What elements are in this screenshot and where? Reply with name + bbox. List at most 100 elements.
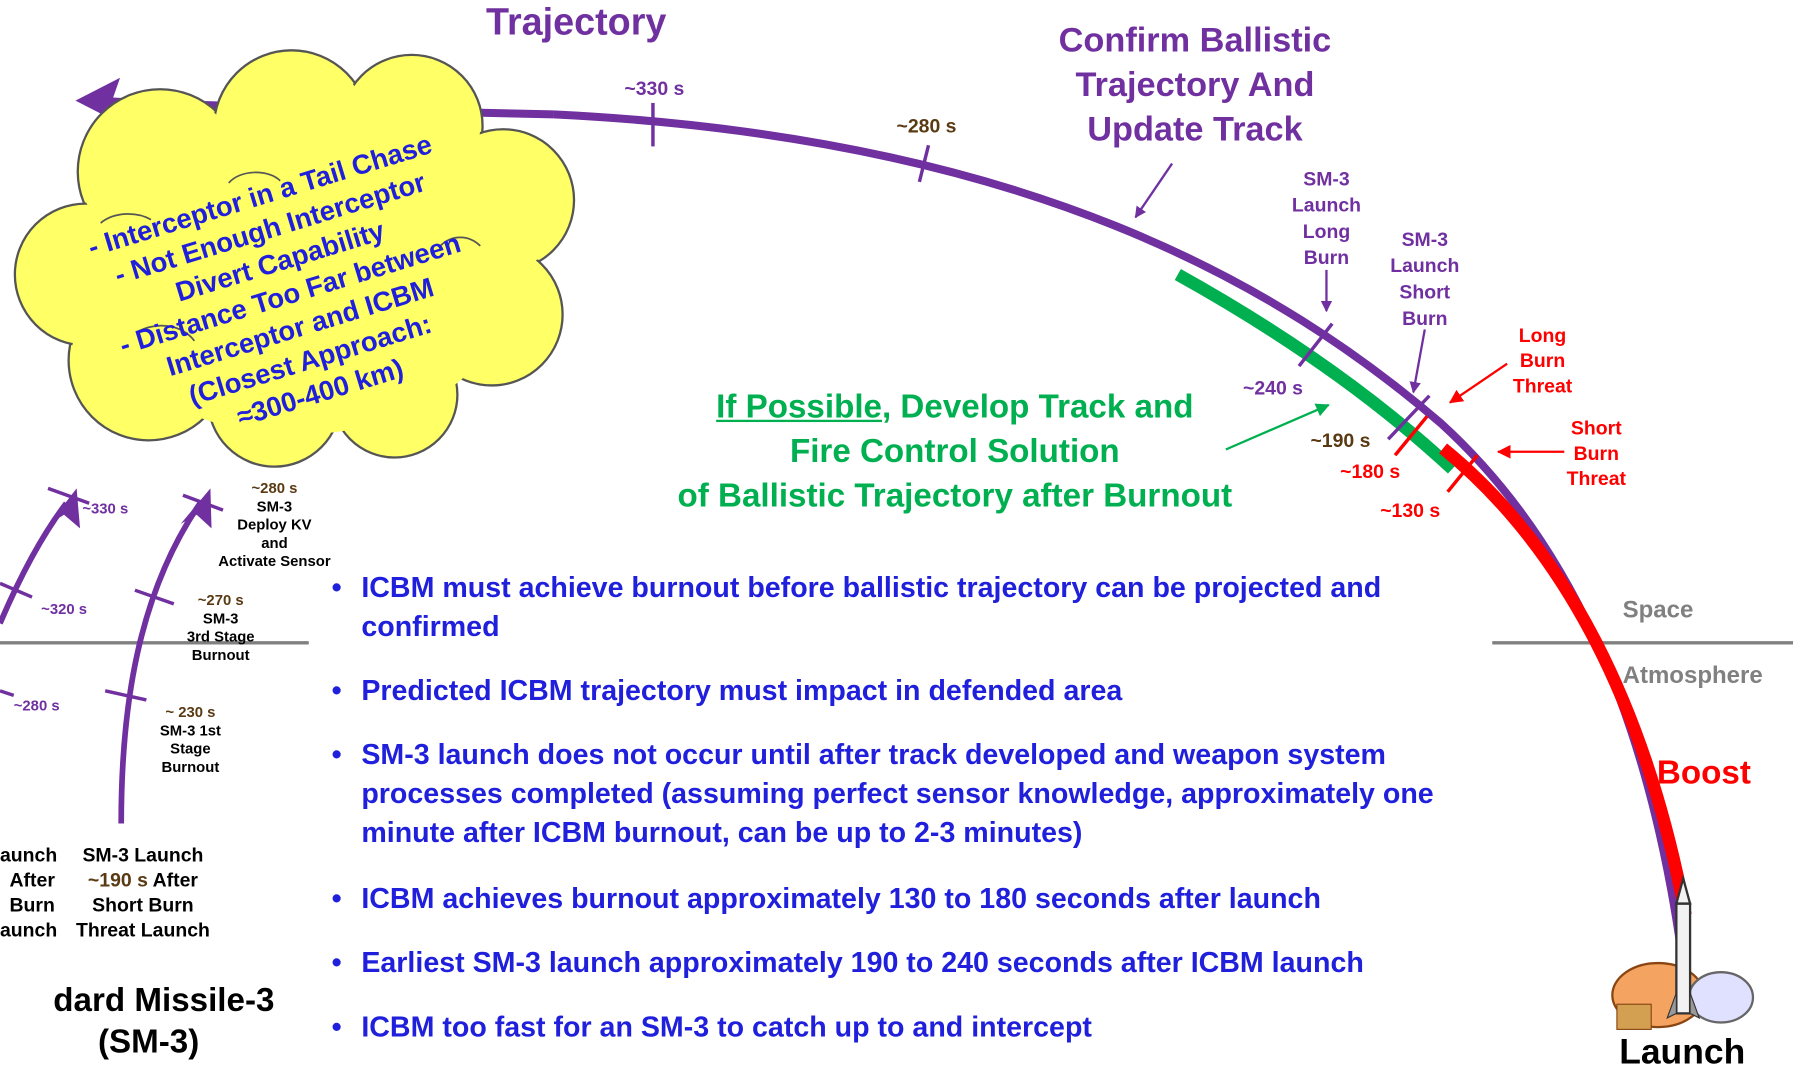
first-stage-line-3: Burnout: [161, 758, 220, 776]
tick-right-230: [104, 689, 147, 702]
sm3-long-line-2: Launch: [1291, 194, 1362, 217]
left-launch-label: aunch After Burn aunch: [0, 843, 58, 944]
first-stage-time: ~ 230 s: [165, 703, 216, 721]
third-stage-line-1: SM-3: [202, 609, 239, 627]
third-stage-label: ~270 s SM-3 3rd Stage Burnout: [169, 591, 272, 664]
time-180: ~180 s: [1340, 460, 1401, 483]
short-launch-time: ~190 s: [87, 869, 148, 891]
first-stage-label: ~ 230 s SM-3 1st Stage Burnout: [142, 703, 239, 776]
sm3-long-line-4: Burn: [1303, 247, 1350, 269]
short-threat-line-1: Short: [1570, 417, 1622, 440]
short-launch-label: SM-3 Launch ~190 s After Short Burn Thre…: [69, 843, 218, 944]
tick-130: [1446, 454, 1479, 493]
confirm-line-3: Update Track: [1087, 110, 1303, 149]
third-stage-time: ~270 s: [197, 591, 244, 609]
fire-control-emphasis: If Possible: [716, 388, 883, 426]
title-trajectory: Trajectory: [485, 0, 667, 43]
bullet-dot: •: [331, 1011, 342, 1044]
deploy-kv-label: ~280 s SM-3 Deploy KV and Activate Senso…: [206, 479, 343, 571]
long-burn-threat-label: Long Burn Threat: [1497, 324, 1588, 399]
third-stage-line-3: Burnout: [191, 646, 250, 664]
short-threat-line-2: Burn: [1573, 442, 1619, 465]
time-190: ~190 s: [1310, 430, 1371, 452]
tick-190: [1386, 394, 1431, 441]
first-stage-line-1: SM-3 1st: [159, 721, 221, 739]
icbm-rocket-icon: [1666, 874, 1701, 1020]
short-launch-line-1: SM-3 Launch: [82, 844, 204, 866]
short-burn-threat-label: Short Burn Threat: [1551, 416, 1642, 491]
left-launch-line-3: Burn: [9, 894, 55, 917]
bullet-text: Predicted ICBM trajectory must impact in…: [361, 674, 1123, 707]
first-stage-line-2: Stage: [170, 740, 211, 758]
tick-240: [1297, 322, 1334, 368]
boost-segment: [1439, 443, 1692, 917]
left-launch-line-2: After: [9, 869, 55, 891]
tick-left-330: [47, 486, 90, 505]
sm3-long-line-3: Long: [1302, 220, 1351, 243]
sm3-short-line-2: Launch: [1390, 255, 1460, 277]
time-330-top: ~330 s: [624, 77, 685, 100]
deploy-kv-line-1: SM-3: [256, 497, 293, 515]
bullet-item-1: • ICBM must achieve burnout before ballis…: [332, 568, 1487, 646]
bullet-text: ICBM achieves burnout approximately 130 …: [361, 882, 1321, 916]
fire-control-label: If Possible, Develop Track and Fire Cont…: [640, 385, 1269, 519]
confirm-line-2: Trajectory And: [1075, 66, 1315, 105]
bullet-item-5: • Earliest SM-3 launch approximately 190 …: [332, 944, 1487, 983]
fire-control-rest: , Develop Track and: [882, 388, 1194, 426]
third-stage-line-2: 3rd Stage: [186, 627, 255, 646]
left-launch-line-1: aunch: [0, 844, 58, 866]
bullet-dot: •: [331, 674, 342, 707]
sm3-short-line-1: SM-3: [1401, 228, 1449, 251]
left-time-280: ~280 s: [13, 696, 60, 714]
missile-name-line-2: (SM-3): [97, 1023, 200, 1061]
time-280-top: ~280 s: [896, 115, 957, 138]
confirm-label: Confirm Ballistic Trajectory And Update …: [1006, 18, 1383, 152]
tick-left-320: [0, 581, 33, 599]
long-threat-line-3: Threat: [1512, 375, 1573, 397]
short-threat-line-3: Threat: [1566, 467, 1627, 490]
bullet-item-3: •SM-3 launch does not occur until after …: [332, 735, 1487, 852]
deploy-kv-time: ~280 s: [251, 479, 298, 497]
short-launch-line-3: Short Burn: [92, 894, 194, 917]
fire-control-line-3: of Ballistic Trajectory after Burnout: [677, 478, 1233, 515]
tick-180: [1393, 415, 1429, 457]
bullet-text: Earliest SM-3 launch approximately 190 t…: [361, 947, 1364, 980]
bullet-item-6: •ICBM too fast for an SM-3 to catch up t…: [332, 1008, 1487, 1047]
long-threat-line-2: Burn: [1519, 349, 1566, 372]
bullet-item-2: • Predicted ICBM trajectory must impact i…: [332, 671, 1487, 710]
fire-control-line-2: Fire Control Solution: [789, 433, 1120, 471]
bullet-dot: •: [331, 571, 342, 604]
tick-left-280: [0, 689, 15, 698]
fire-control-line-1: If Possible, Develop Track and: [640, 385, 1269, 430]
short-launch-line-4: Threat Launch: [75, 919, 210, 942]
time-130: ~130 s: [1380, 499, 1441, 522]
tick-right-270: [134, 588, 175, 606]
bullet-dot: •: [331, 882, 342, 916]
confirm-pointer: [1134, 162, 1174, 219]
short-launch-line-2: ~190 s After: [69, 868, 218, 893]
short-burn-pointer: [1409, 329, 1426, 394]
boost-label: Boost: [1656, 754, 1751, 792]
left-time-320: ~320 s: [41, 600, 88, 618]
tick-280: [917, 144, 931, 183]
time-240: ~240 s: [1242, 377, 1303, 400]
atmosphere-label: Atmosphere: [1622, 662, 1763, 689]
launch-label: Launch: [1619, 1031, 1746, 1072]
sm3-short-line-4: Burn: [1402, 307, 1448, 330]
constraint-cloud-fill: [17, 52, 572, 465]
bullet-text: SM-3 launch does not occur until after t…: [361, 738, 1434, 849]
deploy-kv-line-2: Deploy KV: [237, 515, 312, 533]
cloud-inner-lines: [100, 171, 481, 342]
bullet-text: ICBM must achieve burnout before ballist…: [361, 571, 1382, 643]
sm3-long-line-1: SM-3: [1303, 168, 1350, 190]
left-launch-line-4: aunch: [0, 919, 58, 942]
fire-control-pointer: [1225, 403, 1330, 451]
missile-name: dard Missile-3 (SM-3): [0, 980, 274, 1062]
sm3-short-line-3: Short: [1399, 281, 1451, 304]
left-time-330: ~330 s: [82, 499, 129, 517]
deploy-kv-line-3: and: [261, 534, 288, 552]
space-label: Space: [1622, 597, 1694, 624]
sm3-trajectory-short-head: [180, 488, 212, 529]
bullet-dot: •: [331, 947, 342, 980]
